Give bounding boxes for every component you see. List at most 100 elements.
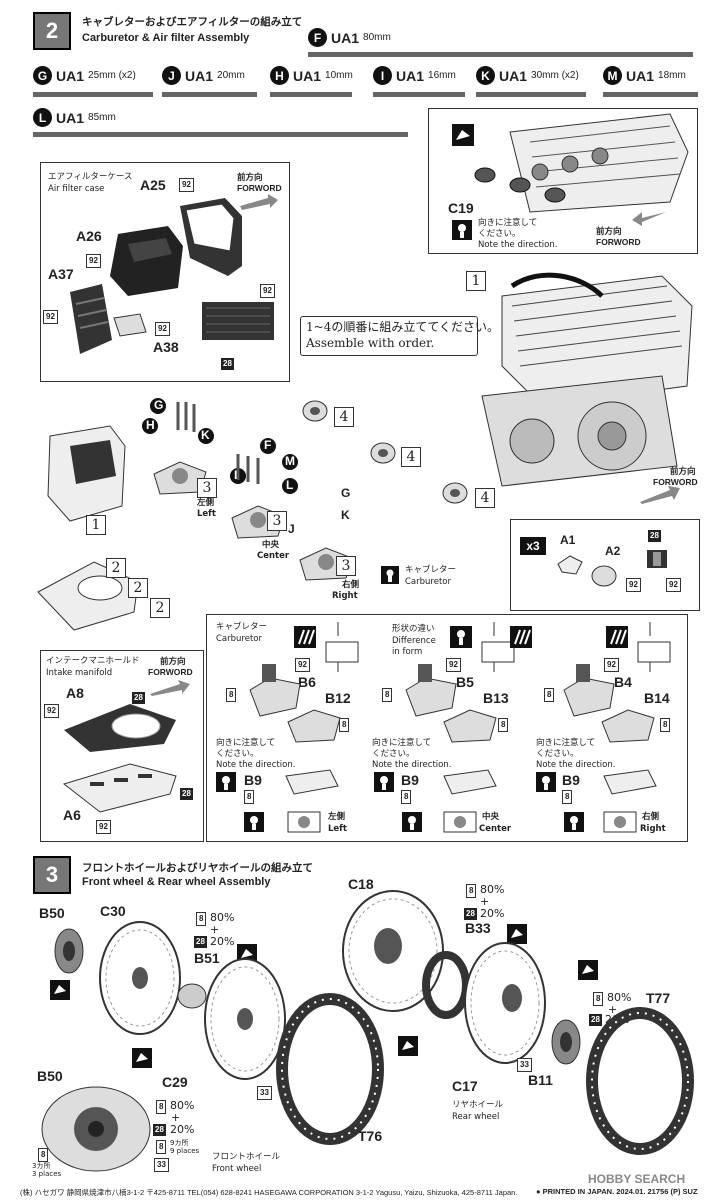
engine-front-jp: 前方向 bbox=[670, 466, 696, 476]
carb-bottom-view-drawing bbox=[443, 811, 477, 833]
mix-pct-28: 20% bbox=[480, 907, 505, 920]
carb-note-en: Note the direction. bbox=[372, 760, 452, 770]
paint-code-92: 92 bbox=[86, 254, 101, 268]
mix-code-28: 28 bbox=[464, 908, 477, 920]
part-label-b50-detail: B50 bbox=[37, 1068, 63, 1084]
front-wheel-c29-drawing bbox=[204, 958, 286, 1080]
intake-manifold-a6-drawing bbox=[62, 763, 177, 813]
part-badge-I: I UA1 16mm bbox=[373, 66, 456, 85]
carb-note-jp: 向きに注意して ください。 bbox=[216, 738, 276, 759]
part-length-line bbox=[162, 92, 257, 97]
part-size: 20mm bbox=[217, 70, 245, 81]
part-letter: M bbox=[603, 66, 622, 85]
carb-right-en: Right bbox=[332, 591, 358, 601]
order-step-1: 1 bbox=[86, 515, 106, 535]
b50-nine-en: 9 places bbox=[170, 1147, 200, 1155]
caution-icon bbox=[452, 220, 472, 240]
part-length-line bbox=[373, 92, 465, 97]
part-size: 85mm bbox=[88, 112, 116, 123]
b50-mix-pct-28: 20% bbox=[170, 1123, 195, 1136]
step-2-title-jp: キャブレターおよびエアフィルターの組み立て bbox=[82, 16, 303, 28]
b50-code-33: 33 bbox=[154, 1158, 169, 1172]
part-label-b51: B51 bbox=[194, 950, 220, 966]
b50-nine-jp: 9カ所 bbox=[170, 1139, 189, 1147]
carb-side-drawing bbox=[481, 622, 515, 672]
forward-arrow-icon bbox=[632, 212, 666, 226]
mix-plus: + bbox=[608, 1003, 618, 1016]
b50-mix-code-8: 8 bbox=[156, 1100, 167, 1114]
part-label-b13: B13 bbox=[483, 690, 509, 706]
mix-code-8: 8 bbox=[196, 912, 207, 926]
pin-label-j: J bbox=[288, 522, 295, 536]
b50-three-jp: 3カ所 bbox=[32, 1162, 51, 1170]
part-label-t77: T77 bbox=[646, 990, 671, 1006]
carb-center-en: Center bbox=[257, 551, 290, 561]
part-label-b11: B11 bbox=[528, 1072, 553, 1088]
caution-icon bbox=[374, 772, 394, 792]
b50-code-8: 8 bbox=[156, 1140, 167, 1154]
carb-bottom-view-drawing bbox=[287, 811, 321, 833]
paint-code-92: 92 bbox=[43, 310, 58, 324]
pin-label-l: L bbox=[286, 478, 294, 492]
paint-code-92: 92 bbox=[295, 658, 310, 672]
assembly-note-box bbox=[300, 316, 478, 356]
engine-part-number: 1 bbox=[466, 271, 486, 291]
air-filter-front-jp: 前方向 bbox=[237, 172, 263, 182]
part-label-a38: A38 bbox=[153, 339, 179, 355]
front-wheel-jp: フロントホイール bbox=[212, 1152, 281, 1162]
caution-icon bbox=[450, 626, 472, 648]
part-label-b14: B14 bbox=[644, 690, 670, 706]
mix-pct-8: 80% bbox=[210, 911, 235, 924]
part-label-c17: C17 bbox=[452, 1078, 478, 1094]
mix-code-28: 28 bbox=[589, 1014, 602, 1026]
part-label-c19: C19 bbox=[448, 200, 474, 216]
carb-body-drawing bbox=[249, 664, 301, 717]
step-3-title-jp: フロントホイールおよびリヤホイールの組み立て bbox=[82, 862, 313, 874]
forward-arrow-icon bbox=[640, 486, 680, 504]
order-step-3: 3 bbox=[197, 478, 217, 498]
cement-icon bbox=[50, 980, 70, 1000]
order-step-2: 2 bbox=[150, 598, 170, 618]
pin-label-f: F bbox=[264, 438, 272, 452]
carb-body-drawing bbox=[563, 664, 615, 717]
col-right-en: Right bbox=[640, 824, 666, 834]
col-center-jp: 中央 bbox=[482, 812, 500, 822]
col-left-jp: 左側 bbox=[328, 812, 346, 822]
part-name: UA1 bbox=[56, 67, 85, 84]
carburetor-left-drawing bbox=[153, 461, 207, 495]
paint-icon bbox=[510, 626, 532, 648]
part-label-b9: B9 bbox=[401, 772, 419, 788]
part-label-t76: T76 bbox=[358, 1128, 383, 1144]
rear-wheel-en: Rear wheel bbox=[452, 1112, 500, 1122]
air-filter-element-drawing bbox=[110, 226, 183, 296]
step-2-number: 2 bbox=[33, 12, 71, 50]
carb-label-en: Carburetor bbox=[405, 577, 451, 587]
step-2-title-en: Carburetor & Air filter Assembly bbox=[82, 32, 250, 44]
assembly-note-en: Assemble with order. bbox=[306, 336, 435, 350]
col-center-en: Center bbox=[479, 824, 512, 834]
x3-parts-box bbox=[510, 519, 700, 611]
engine-drawing bbox=[481, 272, 693, 487]
cement-icon bbox=[452, 124, 474, 146]
intake-boots-drawing bbox=[474, 167, 566, 203]
col-right-jp: 右側 bbox=[642, 812, 660, 822]
mix-code-8: 8 bbox=[593, 992, 604, 1006]
part-label-b50: B50 bbox=[39, 905, 65, 921]
caution-icon bbox=[216, 772, 236, 792]
rear-wheel-c18-drawing bbox=[342, 890, 444, 1012]
c19-note-jp: 向きに注意して ください。 bbox=[478, 218, 538, 239]
part-length-line bbox=[33, 92, 153, 97]
x3-badge: x3 bbox=[520, 537, 546, 555]
carb-detail-title-en: Carburetor bbox=[216, 634, 262, 644]
part-name: UA1 bbox=[185, 67, 214, 84]
air-filter-caption-jp: エアフィルターケース bbox=[48, 172, 133, 182]
part-size: 10mm bbox=[325, 70, 353, 81]
air-filter-front-en: FORWORD bbox=[237, 183, 282, 193]
step-3-number: 3 bbox=[33, 856, 71, 894]
paint-code-92: 92 bbox=[260, 284, 275, 298]
air-filter-plate-drawing bbox=[113, 313, 147, 337]
part-letter: G bbox=[33, 66, 52, 85]
order-step-2: 2 bbox=[128, 578, 148, 598]
brake-disc-detail-drawing bbox=[41, 1086, 151, 1172]
carb-right-jp: 右側 bbox=[342, 580, 360, 590]
